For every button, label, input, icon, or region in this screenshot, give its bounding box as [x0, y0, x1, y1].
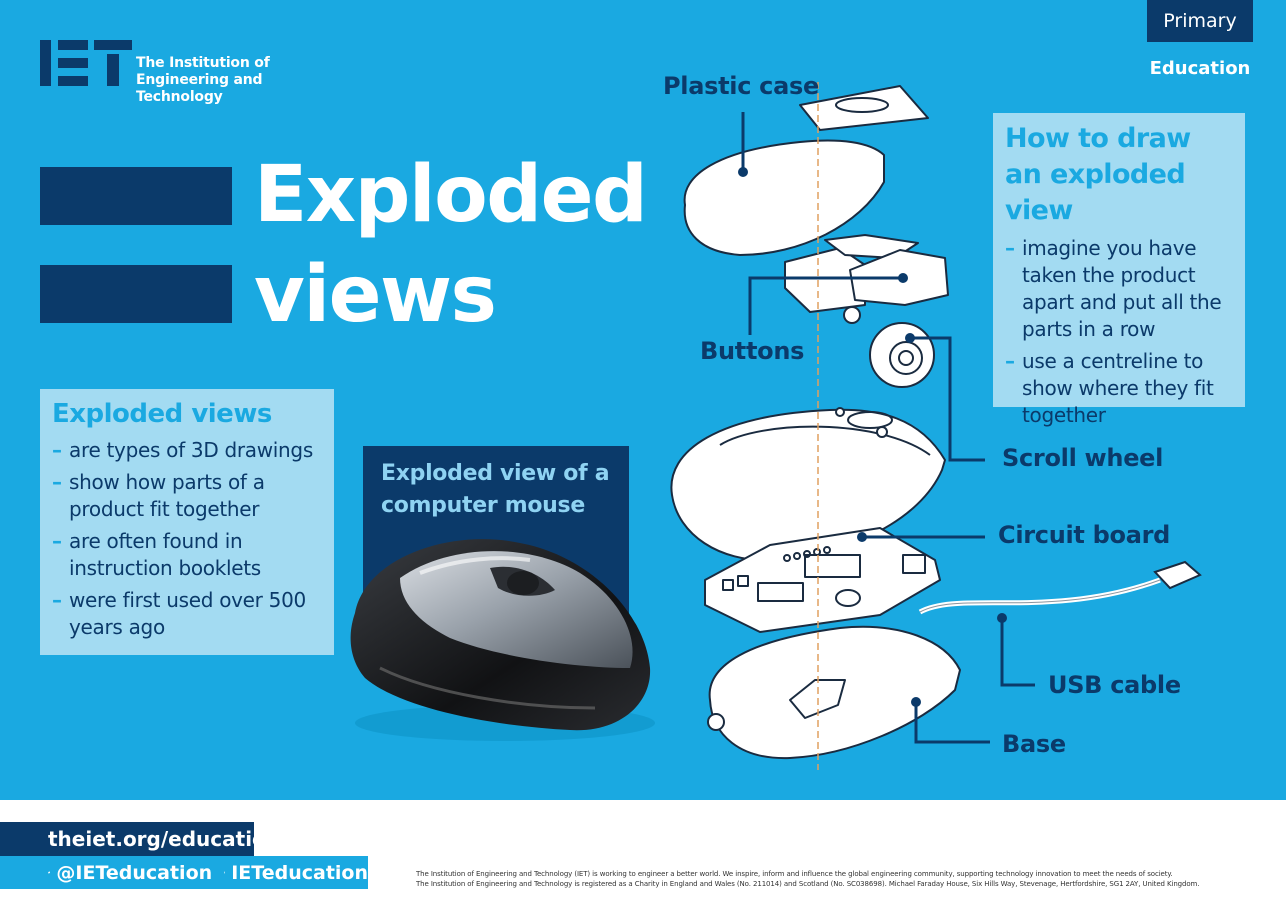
poster: The Institution of Engineering and Techn…	[0, 0, 1286, 800]
mouse-body-part	[670, 408, 946, 562]
logo-text: The Institution of Engineering and Techn…	[136, 55, 340, 106]
list-item: were first used over 500 years ago	[52, 587, 322, 641]
list-item: imagine you have taken the product apart…	[1005, 235, 1235, 343]
exploded-views-info-box: Exploded views are types of 3D drawings …	[40, 389, 334, 655]
usb-plug-part	[1153, 560, 1202, 590]
how-to-draw-list: imagine you have taken the product apart…	[1005, 235, 1235, 429]
label-circuit-board: Circuit board	[998, 521, 1171, 549]
mouse-panel-label: Exploded view of a computer mouse	[381, 461, 610, 518]
iet-logo-mark-icon	[40, 40, 132, 86]
exploded-views-heading: Exploded views	[52, 399, 272, 429]
plastic-case-part	[683, 139, 885, 256]
top-cover-part	[799, 85, 929, 131]
list-item: use a centreline to show where they fit …	[1005, 348, 1235, 429]
logo-text-line1: The Institution of	[136, 55, 270, 71]
usb-cable-part	[918, 577, 1161, 615]
how-to-draw-info-box: How to draw an exploded view imagine you…	[993, 113, 1245, 427]
twitter-icon	[48, 871, 51, 874]
tab-primary[interactable]: Primary	[1147, 0, 1253, 42]
legal-line1: The Institution of Engineering and Techn…	[416, 870, 1173, 878]
list-item: are often found in instruction booklets	[52, 528, 322, 582]
base-part	[708, 625, 961, 760]
twitter-handle-link[interactable]: @IETeducation	[56, 861, 213, 884]
facebook-icon	[224, 871, 226, 874]
title-bar-decoration	[40, 167, 232, 225]
legal-line2: The Institution of Engineering and Techn…	[416, 880, 1200, 888]
label-usb-cable: USB cable	[1048, 671, 1181, 699]
label-base: Base	[1002, 730, 1066, 758]
leader-scroll-wheel	[910, 336, 985, 462]
label-plastic-case: Plastic case	[663, 72, 819, 100]
label-scroll-wheel: Scroll wheel	[1002, 444, 1164, 472]
how-to-draw-heading: How to draw an exploded view	[1005, 123, 1191, 226]
list-item: are types of 3D drawings	[52, 437, 322, 464]
scroll-wheel-part	[869, 322, 935, 388]
tab-education[interactable]: Education	[1149, 57, 1251, 79]
page-title-line1: Exploded	[254, 150, 648, 240]
iet-logo[interactable]: The Institution of Engineering and Techn…	[40, 40, 340, 105]
leader-usb-cable	[1000, 618, 1035, 687]
label-buttons: Buttons	[700, 337, 805, 365]
leader-buttons	[748, 276, 903, 335]
exploded-views-list: are types of 3D drawings show how parts …	[52, 437, 322, 641]
logo-text-line2: Engineering and Technology	[136, 72, 263, 105]
exploded-mouse-diagram	[670, 82, 1202, 770]
facebook-handle-link[interactable]: IETeducation	[231, 861, 368, 884]
page-title-line2: views	[254, 250, 497, 340]
footer-url-link[interactable]: theiet.org/education	[0, 822, 280, 856]
title-bar-decoration	[40, 265, 232, 323]
leader-base	[914, 702, 990, 744]
footer-social-bar: @IETeducation IETeducation	[0, 856, 368, 889]
computer-mouse-photo-icon	[350, 539, 655, 741]
list-item: show how parts of a product fit together	[52, 469, 322, 523]
footer-legal-text: The Institution of Engineering and Techn…	[416, 869, 1256, 889]
circuit-board-part	[704, 527, 941, 633]
